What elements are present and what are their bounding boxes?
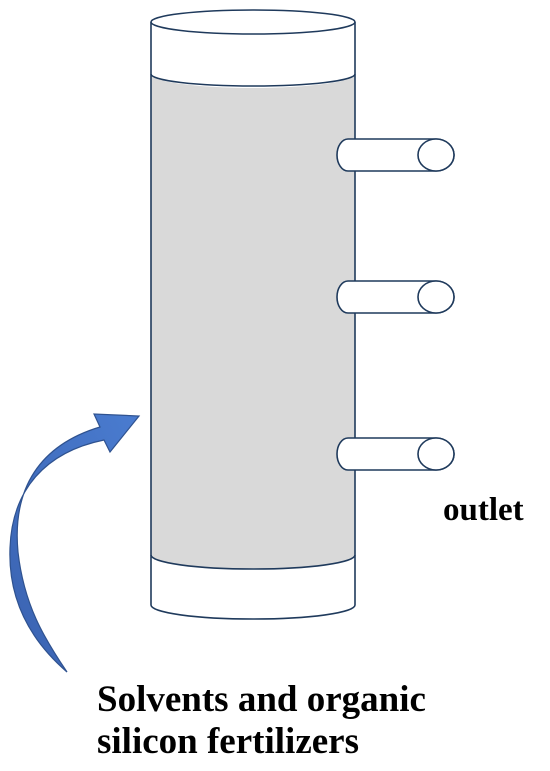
outlet-label: outlet xyxy=(443,492,524,528)
column-top-rim xyxy=(150,9,356,35)
outlet-port-2 xyxy=(336,280,455,314)
column-packing xyxy=(151,74,355,569)
packing-bottom-edge xyxy=(150,554,356,570)
packing-top-edge xyxy=(150,73,356,87)
curved-inlet-arrow-icon xyxy=(9,413,141,673)
inlet-caption-line-1: Solvents and organic xyxy=(97,679,426,720)
outlet-port-3 xyxy=(336,437,455,471)
inlet-caption-line-2: silicon fertilizers xyxy=(97,721,359,762)
column-bottom-rim xyxy=(150,604,356,620)
column-body xyxy=(150,9,356,620)
outlet-port-1 xyxy=(336,138,455,172)
